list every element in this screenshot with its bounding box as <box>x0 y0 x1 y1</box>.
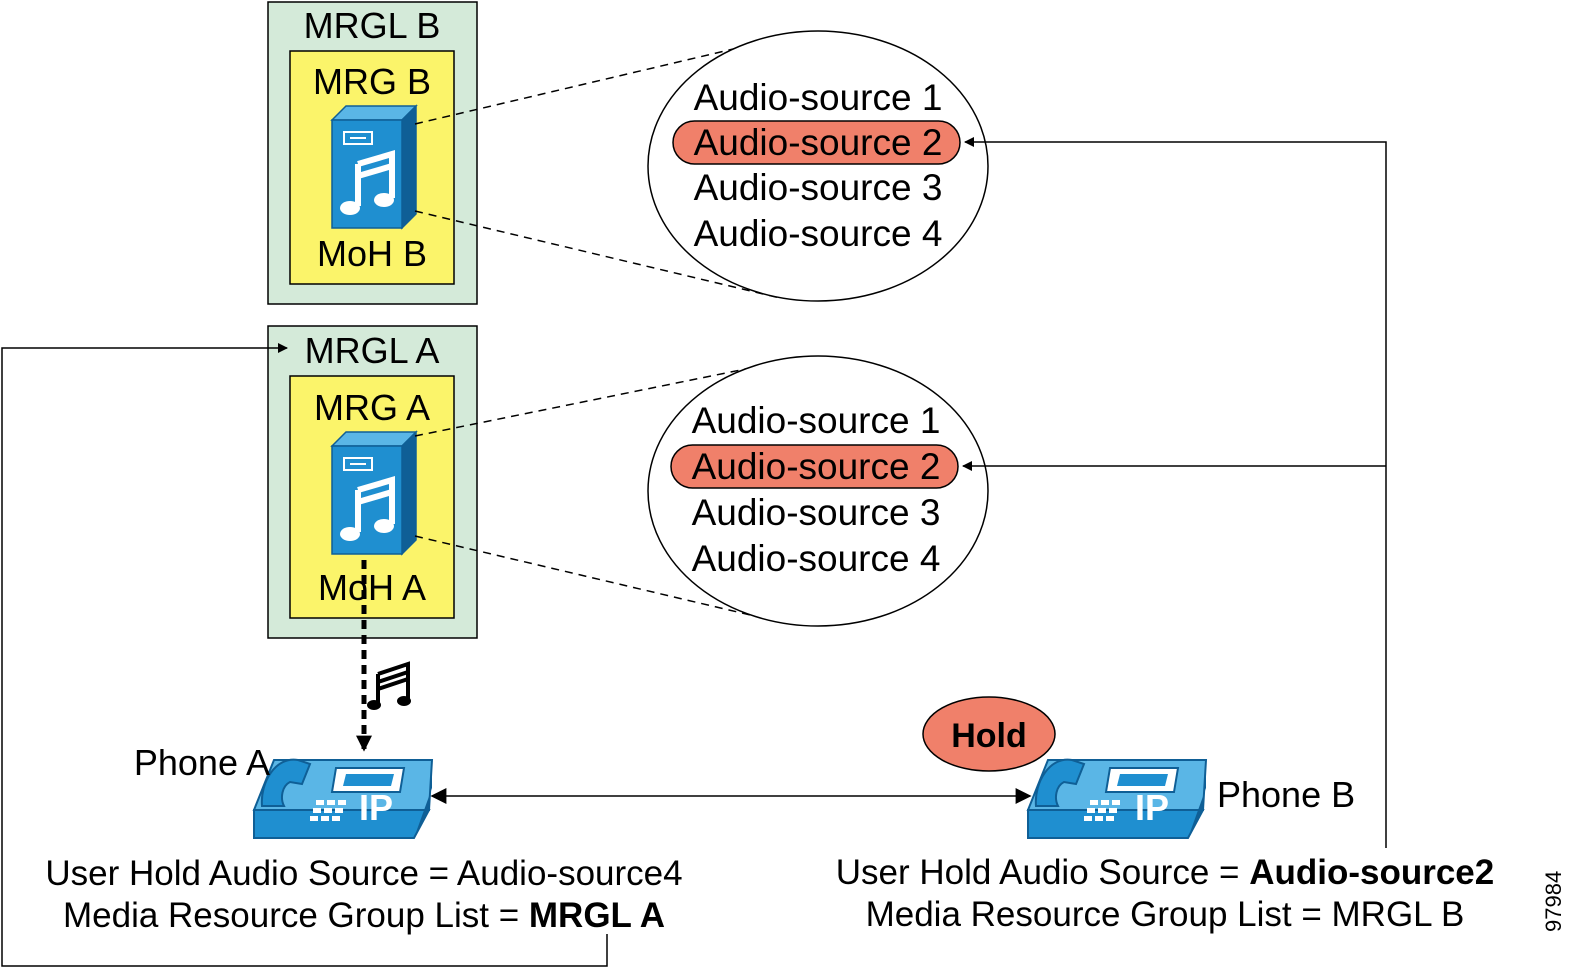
audio-source-item: Audio-source 3 <box>694 167 943 208</box>
phone-a-caption: User Hold Audio Source = Audio-source4 M… <box>45 854 682 935</box>
audio-sources-b: Audio-source 1 Audio-source 2 Audio-sour… <box>647 30 989 302</box>
phone-a-mrgl-arrow <box>1 343 608 967</box>
phone-b-mrgl-line: Media Resource Group List = MRGL B <box>866 895 1465 934</box>
phone-a-name: Phone A <box>134 742 270 783</box>
hold-label: Hold <box>951 717 1027 755</box>
audio-source-item: Audio-source 1 <box>692 400 941 441</box>
phone-b-source-arrows <box>962 137 1387 848</box>
audio-sources-a-ellipse <box>647 355 989 627</box>
music-server-icon <box>332 432 416 554</box>
audio-source-item: Audio-source 2 <box>694 122 943 163</box>
audio-source-highlight <box>672 120 961 165</box>
phone-b-name: Phone B <box>1217 774 1355 815</box>
moh-a-label: MoH A <box>318 567 426 608</box>
mrgl-a-title: MRGL A <box>305 330 440 371</box>
mrgl-a-group: MRGL A MRG A MoH A <box>267 325 478 639</box>
phone-a: IP Phone A <box>134 742 433 839</box>
mrgl-b-group: MRGL B MRG B MoH B <box>267 1 478 305</box>
phone-b-caption: User Hold Audio Source = Audio-source2 M… <box>836 853 1494 934</box>
audio-sources-b-ellipse <box>647 30 989 302</box>
audio-source-item: Audio-source 4 <box>692 538 941 579</box>
phone-b-hold-source-line: User Hold Audio Source = Audio-source2 <box>836 853 1494 892</box>
phone-a-hold-source-line: User Hold Audio Source = Audio-source4 <box>45 854 682 893</box>
audio-source-item: Audio-source 2 <box>692 446 941 487</box>
music-server-icon <box>332 106 416 228</box>
audio-source-highlight <box>670 444 959 489</box>
ip-phone-icon <box>1027 758 1207 839</box>
moh-b-label: MoH B <box>317 233 427 274</box>
hold-badge: Hold <box>922 696 1056 772</box>
phone-b-ip-label: IP <box>1135 787 1169 828</box>
phone-b: IP Phone B <box>1027 758 1355 839</box>
mrg-a-label: MRG A <box>314 387 430 428</box>
mrgl-b-title: MRGL B <box>304 5 441 46</box>
dashed-connectors <box>414 37 781 623</box>
audio-source-item: Audio-source 3 <box>692 492 941 533</box>
mrg-b-label: MRG B <box>313 61 431 102</box>
music-note-icon <box>367 661 411 710</box>
audio-source-item: Audio-source 1 <box>694 77 943 118</box>
audio-source-item: Audio-source 4 <box>694 213 943 254</box>
phone-a-ip-label: IP <box>359 787 393 828</box>
audio-sources-a: Audio-source 1 Audio-source 2 Audio-sour… <box>647 355 989 627</box>
figure-id: 97984 <box>1541 871 1566 932</box>
phone-a-mrgl-line: Media Resource Group List = MRGL A <box>63 896 665 935</box>
ip-phone-icon <box>253 758 433 839</box>
